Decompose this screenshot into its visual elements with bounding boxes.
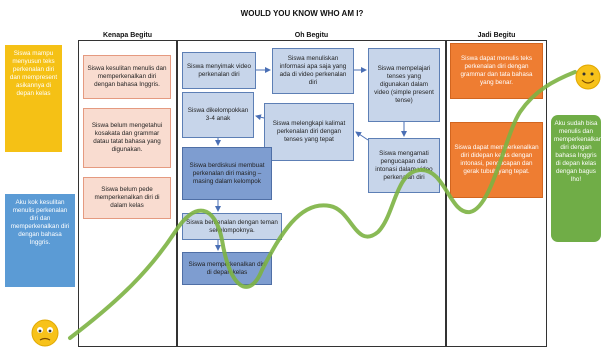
page-title: WOULD YOU KNOW WHO AM I? [240,9,364,18]
oh-box-simak: Siswa menyimak video perkenalan diri [182,52,256,89]
kenapa-box-1: Siswa kesulitan menulis dan memperkenalk… [83,55,171,99]
kenapa-box-2: Siswa belum mengetahui kosakata dan gram… [83,108,171,168]
oh-box-diskusi: Siswa berdiskusi membuat perkenalan diri… [182,147,272,200]
oh-box-simak-text: Siswa menyimak video perkenalan diri [186,62,252,78]
oh-box-diskusi-text: Siswa berdiskusi membuat perkenalan diri… [189,161,265,185]
note-left-bottom: Aku kok kesulitan menulis perkenalan dir… [5,194,75,287]
flow-arrows [215,67,407,251]
oh-box-kelompok-text: Siswa dikelompokkan 3-4 anak [187,107,249,122]
jadi-box-1: Siswa dapat menulis teks perkenalan diri… [450,43,543,99]
kenapa-box-3-text: Siswa belum pede memperkenalkan diri di … [94,186,160,209]
column-header-kenapa: Kenapa Begitu [78,30,177,41]
column-header-jadi: Jadi Begitu [446,30,547,41]
oh-box-tulis: Siswa menuliskan informasi apa saja yang… [272,48,354,94]
oh-box-tenses: Siswa mempelajari tenses yang digunakan … [368,48,440,122]
kenapa-box-2-text: Siswa belum mengetahui kosakata dan gram… [91,122,163,153]
oh-box-berkenalan-text: Siswa berkenalan dengan teman sekelompok… [186,218,278,234]
note-right-text: Aku sudah bisa menulis dan memperkenalka… [554,120,603,183]
column-header-oh: Oh Begitu [177,30,446,41]
arrow-lengkapi-kelompok [255,114,265,121]
oh-box-tulis-text: Siswa menuliskan informasi apa saja yang… [279,55,347,86]
journey-curve [68,70,577,340]
oh-box-lengkapi-text: Siswa melengkapi kalimat perkenalan diri… [272,120,346,143]
oh-box-berkenalan: Siswa berkenalan dengan teman sekelompok… [182,213,282,240]
arrow-amati-lengkapi [355,131,369,141]
kenapa-box-3: Siswa belum pede memperkenalkan diri di … [83,177,171,219]
oh-box-tenses-text: Siswa mempelajari tenses yang digunakan … [374,65,434,104]
note-left-bottom-text: Aku kok kesulitan menulis perkenalan dir… [10,199,70,246]
jadi-box-1-text: Siswa dapat menulis teks perkenalan diri… [460,55,533,86]
note-right: Aku sudah bisa menulis dan memperkenalka… [551,115,603,242]
kenapa-box-1-text: Siswa kesulitan menulis dan memperkenalk… [87,65,167,88]
note-left-top: Siswa mampu menyusun teks perkenalan dir… [5,45,62,152]
oh-box-kelompok: Siswa dikelompokkan 3-4 anak [182,92,254,138]
emoji-confused-icon [31,319,59,347]
oh-box-lengkapi: Siswa melengkapi kalimat perkenalan diri… [264,103,354,161]
emoji-happy-icon [575,64,601,90]
note-left-top-text: Siswa mampu menyusun teks perkenalan dir… [9,50,58,97]
